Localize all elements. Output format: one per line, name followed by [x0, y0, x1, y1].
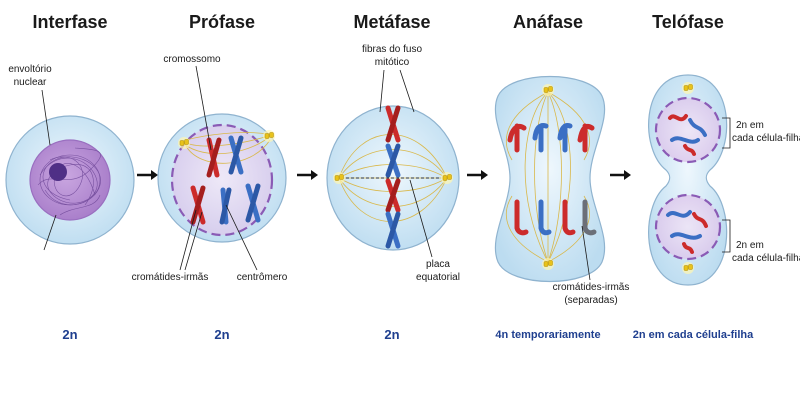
chromatid-gray [582, 199, 597, 236]
chromosome-blue [670, 232, 702, 240]
chromosome-red [683, 144, 696, 156]
phase-title-metafase: Metáfase [353, 12, 430, 32]
arrow-right-icon [137, 170, 158, 180]
centrosome-icon [262, 129, 276, 143]
centrosome-icon [541, 83, 555, 97]
chromosome-red [385, 105, 401, 143]
centrosome-icon [177, 136, 191, 150]
nucleolus [49, 163, 67, 181]
chromosome-blue [666, 210, 692, 218]
centrosome-icon [681, 81, 695, 95]
label-filha-top-l2: cada célula-filha [732, 133, 800, 144]
chromosome-blue [385, 211, 401, 249]
label-cromossomo: cromossomo [163, 54, 221, 65]
label-filha-bot-l1: 2n em [736, 240, 764, 251]
interphase-nucleus [29, 139, 111, 221]
chromosome-red [692, 212, 708, 228]
nuclear-envelope [170, 123, 274, 237]
chromatid-blue [538, 199, 552, 236]
label-fibras-l2: mitótico [375, 57, 410, 68]
phase-title-profase: Prófase [189, 12, 255, 32]
chromatin [37, 147, 101, 216]
label-placa-l2: equatorial [416, 272, 460, 283]
label-cromatides-irmas: cromátides-irmãs [132, 272, 209, 283]
centrosome-icon [332, 171, 346, 185]
chromosome-red [668, 114, 688, 122]
chromosome-blue [228, 135, 244, 175]
label-envoltorio-l2: nuclear [14, 77, 47, 88]
arrow-right-icon [297, 170, 318, 180]
centrosome-icon [440, 171, 454, 185]
ploidy-anafase: 4n temporariamente [495, 329, 600, 341]
ploidy-telofase: 2n em cada célula-filha [633, 329, 754, 341]
nuclear-envelope [654, 193, 722, 261]
chromosome-blue [688, 118, 707, 137]
chromosome-blue [219, 187, 232, 225]
phase-title-telofase: Telófase [652, 12, 724, 32]
label-cromatides-sep-l1: cromátides-irmãs [553, 282, 630, 293]
chromosome-blue [385, 143, 401, 178]
phase-title-interfase: Interfase [32, 12, 107, 32]
spindle-fibers [183, 132, 271, 164]
label-placa-l1: placa [426, 259, 450, 270]
centrosome-icon [681, 261, 695, 275]
chromatid-blue [532, 123, 549, 153]
ploidy-metafase: 2n [384, 327, 399, 342]
label-envoltorio-l1: envoltório [8, 64, 52, 75]
prophase-cell [157, 113, 287, 243]
chromatid-red [507, 123, 527, 153]
phase-title-anafase: Anáfase [513, 12, 583, 32]
chromatid-red [514, 199, 529, 236]
chromatid-red [562, 199, 576, 236]
label-filha-top-l1: 2n em [736, 120, 764, 131]
arrow-right-icon [467, 170, 488, 180]
interphase-cell [5, 115, 135, 245]
chromosome-blue [670, 136, 700, 144]
label-centromero: centrômero [237, 272, 288, 283]
arrow-right-icon [610, 170, 631, 180]
label-cromatides-sep-l2: (separadas) [564, 295, 617, 306]
centrosome-icon [541, 257, 555, 271]
chromosome-red [385, 178, 401, 213]
metaphase-cell [326, 105, 460, 251]
label-fibras-l1: fibras do fuso [362, 44, 422, 55]
chromosome-red [682, 242, 694, 254]
chromosome-blue [245, 183, 261, 223]
label-filha-bot-l2: cada célula-filha [732, 253, 800, 264]
ploidy-profase: 2n [214, 327, 229, 342]
nuclear-envelope [654, 96, 722, 164]
ploidy-interfase: 2n [62, 327, 77, 342]
chromatid-blue [557, 123, 573, 153]
chromatid-red [577, 123, 595, 153]
anaphase-cell [494, 75, 606, 283]
telophase-cells [648, 74, 728, 286]
